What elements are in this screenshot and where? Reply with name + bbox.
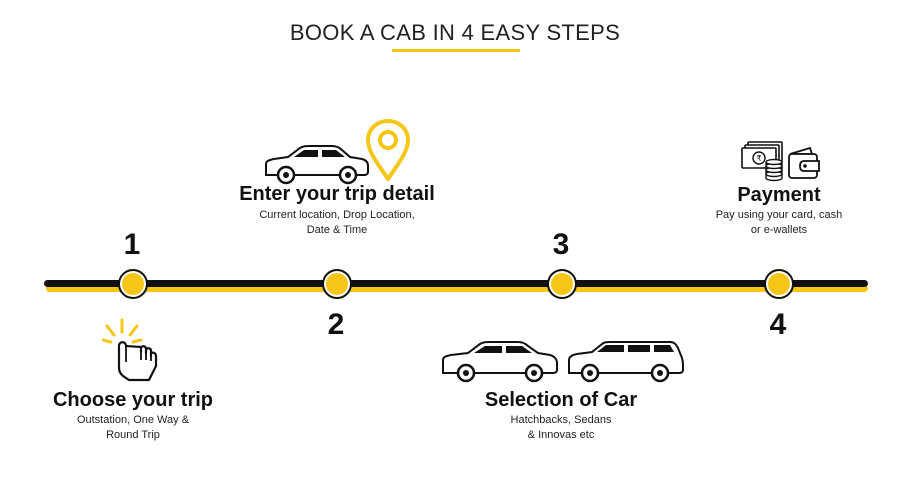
step-2-description: Current location, Drop Location, Date & … xyxy=(230,208,444,238)
step-3-desc-line1: Hatchbacks, Sedans xyxy=(510,414,612,426)
step-1-dot xyxy=(118,269,148,299)
step-4-desc-line1: Pay using your card, cash xyxy=(715,209,843,221)
svg-text:₹: ₹ xyxy=(756,154,761,163)
location-pin-icon xyxy=(364,118,412,187)
wallet-cash-icon: ₹ xyxy=(740,140,822,187)
step-4-title: Payment xyxy=(737,184,821,206)
two-cars-icon xyxy=(440,340,688,389)
step-4-description: Pay using your card, cash or e-wallets xyxy=(700,208,858,238)
step-1-desc-line1: Outstation, One Way & xyxy=(76,414,190,426)
step-2-desc-line2: Date & Time xyxy=(306,224,368,236)
sedan-shape xyxy=(442,341,558,383)
step-4-number: 4 xyxy=(769,308,787,341)
step-2-desc-line1: Current location, Drop Location, xyxy=(259,209,415,221)
step-3-title: Selection of Car xyxy=(484,389,638,411)
step-3-description: Hatchbacks, Sedans & Innovas etc xyxy=(468,413,654,443)
step-4-dot xyxy=(764,269,794,299)
timeline-line xyxy=(44,280,868,287)
step-3-desc-line2: & Innovas etc xyxy=(527,429,595,441)
sedan-car-icon xyxy=(262,142,372,191)
step-4-desc-line2: or e-wallets xyxy=(750,224,808,236)
step-2-number: 2 xyxy=(327,308,345,341)
step-3-number: 3 xyxy=(552,228,570,261)
tap-hand-icon xyxy=(101,316,164,387)
title-underline xyxy=(392,49,520,52)
page-title: BOOK A CAB IN 4 EASY STEPS xyxy=(289,20,621,45)
step-3-dot xyxy=(547,269,577,299)
step-2-title: Enter your trip detail xyxy=(239,183,435,205)
step-1-title: Choose your trip xyxy=(52,389,213,411)
timeline-line-accent xyxy=(46,285,868,292)
step-1-desc-line2: Round Trip xyxy=(106,429,160,441)
suv-shape xyxy=(568,341,684,383)
step-2-dot xyxy=(322,269,352,299)
step-1-number: 1 xyxy=(123,228,141,261)
step-1-description: Outstation, One Way & Round Trip xyxy=(52,413,214,443)
